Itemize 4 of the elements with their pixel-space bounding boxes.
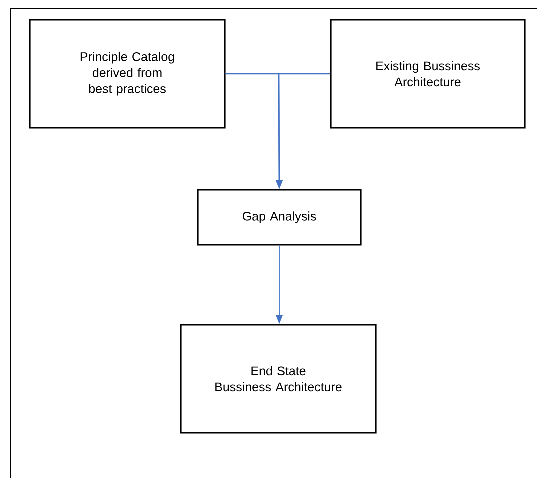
process-box: Principle Catalog derived from best practices [29, 19, 226, 129]
process-box: Gap Analysis [197, 189, 362, 246]
process-box: Existing Bussiness Architecture [330, 19, 526, 129]
process-box: End State Bussiness Architecture [180, 324, 377, 434]
